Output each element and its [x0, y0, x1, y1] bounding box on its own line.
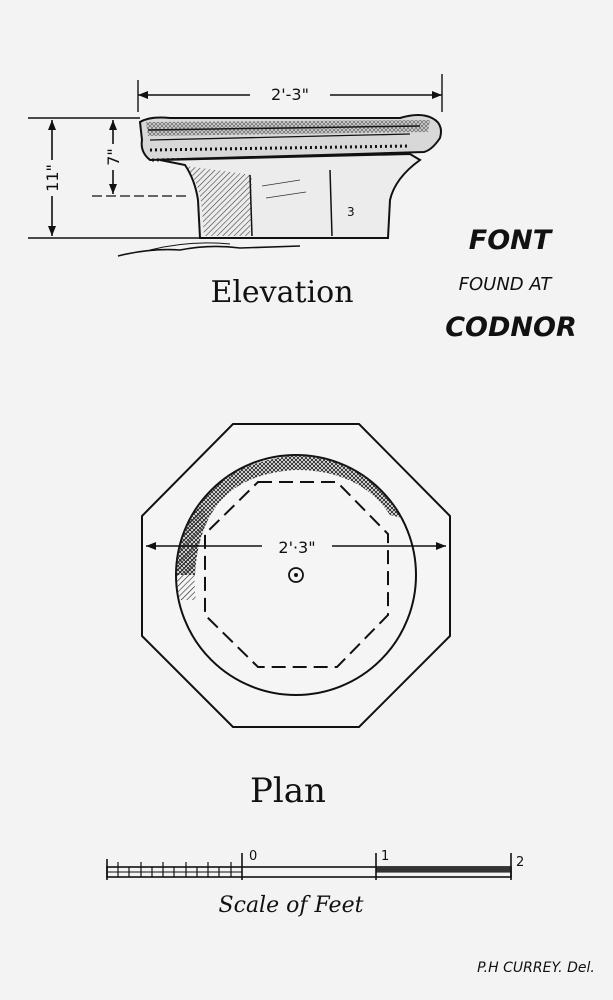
elevation-bowl-height: 7"	[104, 148, 123, 166]
drain-hole-icon	[288, 567, 304, 583]
elevation-drawing: 2'-3" 11" 7" 3	[28, 74, 443, 257]
title-block: FONT FOUND AT CODNOR	[445, 225, 577, 343]
elevation-total-height: 11"	[43, 164, 62, 192]
plan-caption: Plan	[250, 771, 326, 811]
scale-tick-2: 2	[516, 855, 524, 870]
scale-caption: Scale of Feet	[219, 893, 364, 918]
title-found-at: FOUND AT	[459, 274, 554, 295]
elevation-caption: Elevation	[210, 275, 353, 310]
plan-diameter-dimension: 2'·3"	[278, 538, 315, 557]
draughtsman-signature: P.H CURREY. Del.	[477, 960, 595, 976]
elevation-mark: 3	[347, 205, 355, 219]
scale-tick-1: 1	[381, 849, 389, 864]
elevation-width-dimension: 2'-3"	[271, 85, 309, 104]
title-codnor: CODNOR	[445, 312, 577, 343]
scale-bar: 0 1 2	[106, 849, 524, 880]
scale-tick-0: 0	[249, 849, 257, 864]
plan-drawing: 2'·3"	[141, 423, 451, 728]
title-font: FONT	[469, 225, 554, 256]
